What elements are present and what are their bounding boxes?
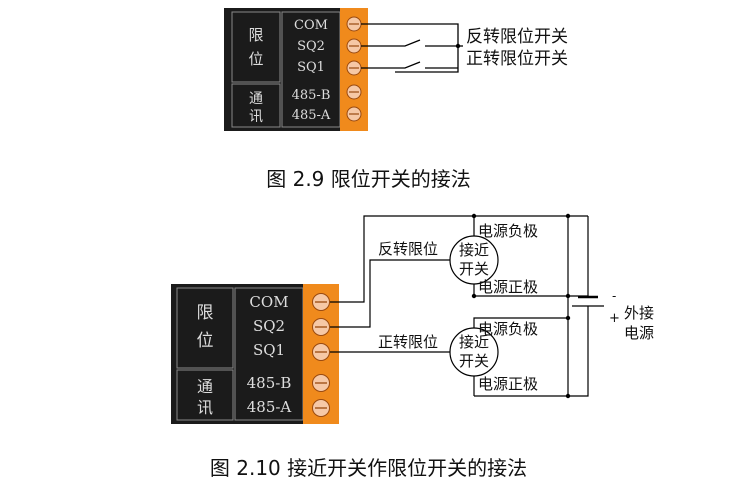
reverse-limit-label: 反转限位: [378, 240, 438, 258]
group-label-limit-2: 位: [248, 50, 263, 68]
terminal-panel: [171, 284, 307, 424]
terminal-block-2: 限 位 通 讯 COM SQ2 SQ1 485-B 485-A: [171, 284, 339, 424]
external-power-label-bottom: 电源: [624, 324, 654, 342]
group-label-limit-1: 限: [197, 303, 214, 323]
junction-dot: [565, 393, 571, 399]
junction-dot: [565, 213, 571, 219]
forward-limit-switch-label: 正转限位开关: [466, 49, 568, 69]
proximity-switch-wiring: [330, 215, 589, 397]
proximity-switch-label-top: 接近: [459, 333, 489, 351]
junction-dot: [565, 293, 571, 299]
figure-caption-2-10: 图 2.10 接近开关作限位开关的接法: [209, 456, 528, 480]
terminal-label-485a: 485-A: [247, 398, 292, 416]
terminal-block-1: 限 位 通 讯 COM SQ2 SQ1 485-B 485-A: [224, 8, 368, 131]
terminal-label-sq2: SQ2: [253, 317, 285, 335]
terminal-label-485b: 485-B: [292, 88, 331, 103]
forward-limit-label: 正转限位: [378, 333, 438, 351]
junction-dot: [455, 43, 461, 49]
group-label-comm-2: 讯: [249, 109, 263, 125]
battery-minus-sign: -: [612, 289, 616, 303]
terminal-label-485a: 485-A: [292, 108, 331, 123]
proximity-switch-label-bottom: 开关: [459, 260, 489, 278]
group-label-comm-2: 讯: [197, 398, 213, 417]
external-power-label-top: 外接: [624, 304, 654, 322]
limit-switch-wiring: [361, 23, 463, 73]
terminal-label-sq2: SQ2: [297, 39, 325, 54]
terminal-label-sq1: SQ1: [253, 341, 285, 359]
proximity-switch-forward: [449, 327, 499, 377]
proximity-switch-label-bottom: 开关: [459, 352, 489, 370]
negative-pole-label-lower: 电源负极: [478, 320, 538, 338]
positive-pole-label-lower: 电源正极: [478, 375, 538, 393]
group-label-limit-2: 位: [197, 331, 214, 351]
reverse-limit-switch-label: 反转限位开关: [466, 27, 568, 47]
terminal-label-485b: 485-B: [247, 374, 292, 392]
junction-dot: [471, 293, 477, 299]
terminal-label-com: COM: [294, 18, 328, 33]
figure-caption-2-9: 图 2.9 限位开关的接法: [266, 167, 471, 191]
group-label-limit-1: 限: [248, 26, 263, 44]
proximity-switch-label-top: 接近: [459, 241, 489, 259]
group-label-comm-1: 通: [197, 377, 213, 396]
terminal-panel: [224, 8, 344, 131]
battery-plus-sign: +: [609, 311, 620, 326]
proximity-switch-reverse: [449, 235, 499, 285]
junction-dot: [565, 315, 571, 321]
terminal-label-com: COM: [249, 293, 288, 311]
terminal-label-sq1: SQ1: [297, 60, 325, 75]
junction-dot: [471, 213, 477, 219]
positive-pole-label-upper: 电源正极: [478, 278, 538, 296]
negative-pole-label-upper: 电源负极: [478, 222, 538, 240]
group-label-comm-1: 通: [249, 91, 263, 107]
